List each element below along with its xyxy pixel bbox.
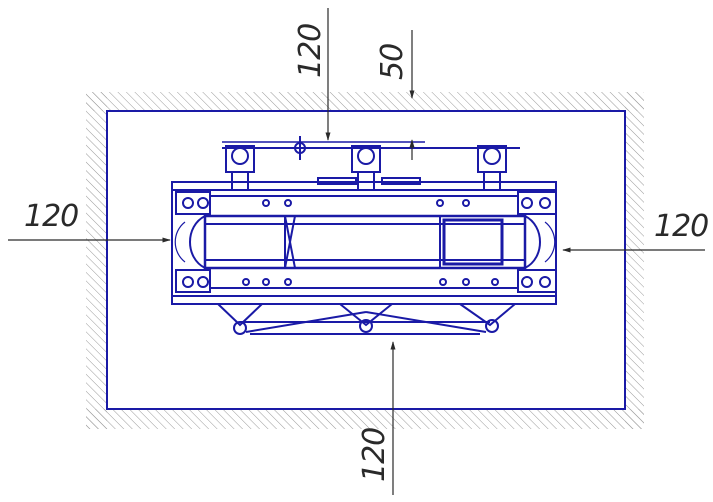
dim-bottom-clearance: 120 — [357, 428, 392, 482]
dimension-lines — [8, 8, 705, 495]
dim-right-clearance: 120 — [654, 209, 708, 244]
room-boundary — [106, 110, 626, 410]
equipment-assembly — [171, 136, 557, 335]
dim-top-component-clearance: 50 — [375, 44, 410, 80]
dim-top-clearance: 120 — [293, 24, 328, 78]
wall-hatch — [86, 92, 644, 429]
dim-left-clearance: 120 — [24, 199, 78, 234]
